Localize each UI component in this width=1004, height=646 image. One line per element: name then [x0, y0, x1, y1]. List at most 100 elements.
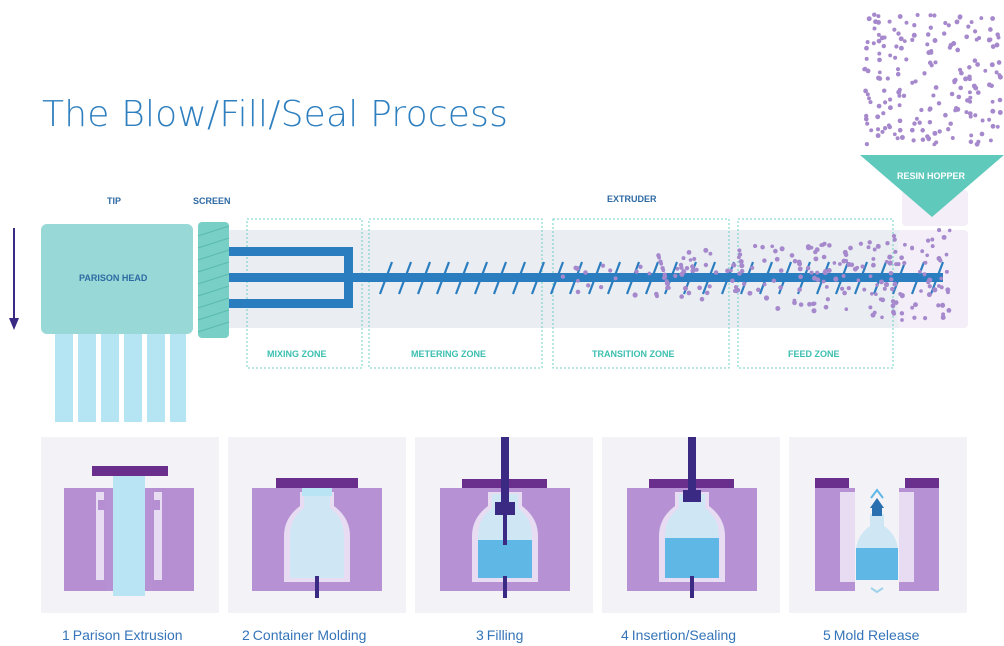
- resin-pellet: [775, 306, 781, 311]
- resin-pellet: [974, 141, 980, 147]
- resin-pellet: [930, 237, 935, 242]
- screw-flight: [872, 261, 888, 295]
- resin-pellet: [925, 42, 930, 47]
- resin-pellet: [910, 80, 915, 85]
- resin-pellet: [871, 41, 876, 46]
- resin-pellet: [797, 261, 803, 267]
- resin-pellet: [968, 139, 974, 145]
- resin-pellet: [860, 264, 865, 269]
- resin-pellet: [919, 289, 923, 293]
- resin-pellet: [880, 315, 884, 320]
- resin-pellet: [708, 251, 713, 256]
- screw-flight: [511, 261, 527, 295]
- resin-pellet: [812, 301, 817, 306]
- resin-pellet: [679, 294, 685, 299]
- screen-mesh: [198, 222, 229, 338]
- resin-pellet: [703, 262, 709, 268]
- resin-pellet: [973, 113, 978, 118]
- resin-pellet: [868, 100, 873, 105]
- resin-pellet: [926, 292, 932, 298]
- resin-pellet: [951, 41, 957, 46]
- resin-pellet: [877, 51, 882, 56]
- resin-pellet: [875, 133, 881, 139]
- resin-pellet: [932, 287, 938, 293]
- tip-tube-2: [78, 334, 96, 422]
- resin-pellet: [997, 110, 1003, 115]
- resin-pellet: [946, 23, 951, 28]
- resin-pellet: [666, 285, 671, 290]
- resin-pellet: [940, 302, 946, 308]
- resin-pellet: [774, 256, 780, 262]
- step-panel-2: [228, 437, 406, 613]
- resin-pellet: [964, 34, 970, 40]
- resin-pellet: [928, 25, 933, 30]
- resin-pellet: [914, 116, 919, 121]
- resin-pellet: [897, 14, 903, 19]
- resin-pellet: [995, 32, 1000, 37]
- resin-pellet: [661, 268, 666, 273]
- screw-arm-bottom: [228, 299, 353, 308]
- resin-pellet: [887, 124, 893, 130]
- resin-pellet: [868, 305, 873, 310]
- resin-particles: [560, 228, 952, 322]
- resin-pellet: [598, 284, 604, 290]
- resin-pellet: [932, 38, 938, 43]
- step-panel-3: [415, 437, 593, 613]
- resin-pellet: [990, 99, 995, 104]
- resin-pellet: [968, 114, 973, 119]
- resin-pellet: [925, 238, 931, 243]
- resin-pellet: [910, 37, 915, 42]
- resin-pellet: [699, 296, 705, 302]
- resin-pellet: [936, 303, 941, 308]
- resin-pellet: [887, 19, 892, 24]
- resin-pellet: [737, 248, 742, 253]
- resin-pellet: [832, 261, 837, 265]
- resin-pellet: [664, 280, 670, 286]
- resin-pellet: [613, 276, 618, 281]
- resin-pellet: [969, 133, 974, 138]
- resin-pellet: [964, 110, 969, 115]
- resin-pellet: [975, 90, 981, 95]
- resin-pellet: [560, 274, 566, 279]
- resin-pellet: [872, 247, 877, 252]
- resin-pellet: [918, 269, 922, 274]
- resin-pellet: [896, 31, 901, 36]
- resin-pellet: [872, 26, 877, 31]
- resin-pellet: [930, 244, 935, 249]
- resin-pellet: [798, 274, 803, 280]
- resin-pellet: [856, 278, 861, 283]
- resin-pellet: [940, 315, 946, 320]
- screw-shaft: [228, 273, 943, 282]
- resin-pellet: [932, 130, 938, 136]
- resin-pellet: [821, 279, 826, 284]
- resin-pellet: [684, 265, 690, 271]
- screw-flight: [416, 261, 432, 295]
- resin-pellet: [869, 128, 874, 133]
- resin-pellet: [779, 246, 785, 252]
- resin-pellet: [865, 121, 870, 126]
- resin-pellet: [841, 274, 846, 278]
- resin-pellet: [663, 274, 668, 279]
- resin-pellet: [943, 112, 948, 118]
- resin-pellet: [739, 263, 745, 269]
- resin-pellet: [937, 228, 942, 233]
- resin-pellet: [887, 105, 893, 111]
- resin-pellet: [983, 68, 988, 73]
- screw-flight: [758, 261, 774, 295]
- resin-pellet: [730, 278, 735, 284]
- resin-pellet: [739, 268, 745, 274]
- down-arrow-icon: [9, 318, 19, 330]
- resin-pellet: [894, 262, 899, 267]
- resin-pellet: [884, 259, 889, 264]
- resin-pellet: [888, 53, 893, 58]
- resin-pellet: [862, 67, 867, 72]
- resin-pellet: [898, 45, 904, 51]
- resin-pellet: [989, 62, 995, 68]
- resin-pellet: [865, 40, 870, 45]
- resin-pellet: [933, 85, 939, 90]
- resin-pellet: [887, 260, 893, 266]
- resin-pellet: [805, 244, 811, 250]
- resin-pellet: [647, 271, 652, 276]
- resin-pellet: [736, 255, 741, 260]
